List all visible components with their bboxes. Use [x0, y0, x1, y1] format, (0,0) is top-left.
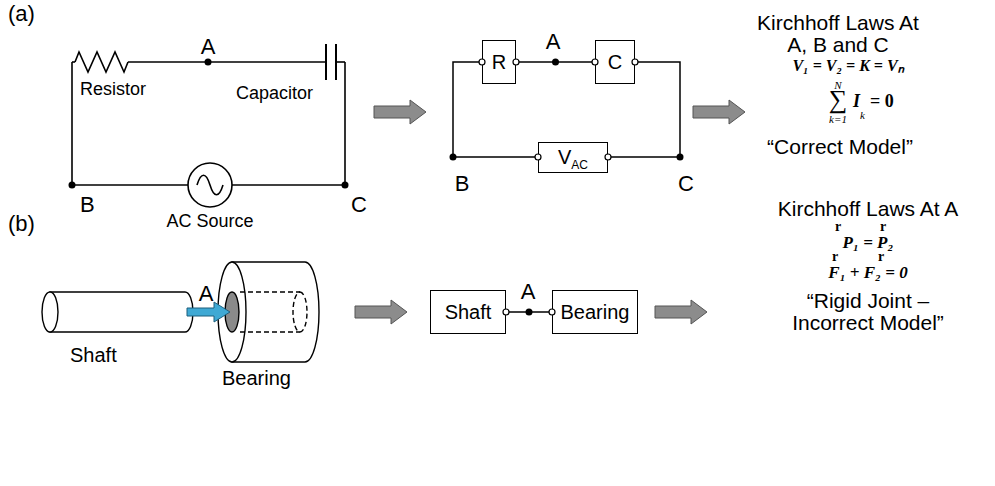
- wire: [128, 61, 326, 63]
- model-verdict: “Correct Model”: [767, 136, 913, 158]
- junction-dot: [552, 59, 559, 66]
- equation: k=1: [829, 114, 847, 126]
- vector-mark: r: [878, 250, 884, 265]
- wire: [71, 62, 73, 185]
- block-subscript: AC: [571, 158, 588, 172]
- panel-label: (b): [8, 212, 35, 235]
- equation: k: [860, 110, 865, 122]
- block-name: Shaft: [445, 301, 492, 324]
- wire: [336, 61, 345, 63]
- wire: [72, 184, 188, 186]
- model-verdict: “Rigid Joint – Incorrect Model”: [773, 290, 963, 334]
- capacitor-symbol: [325, 44, 327, 80]
- flow-arrow: [655, 300, 707, 324]
- wire: [232, 184, 345, 186]
- point-label: B: [80, 193, 95, 216]
- junction-dot: [205, 59, 212, 66]
- source-block: VAC: [538, 142, 608, 173]
- component-label: AC Source: [166, 212, 253, 231]
- part-label: Bearing: [222, 368, 291, 389]
- capacitor-block: C: [595, 40, 635, 84]
- shaft-body: [50, 292, 193, 332]
- point-label: A: [199, 282, 214, 305]
- law-heading: Kirchhoff Laws At A, B and C: [752, 12, 924, 56]
- equation: F₁ + F₂ = 0: [828, 264, 907, 282]
- part-label: Shaft: [70, 345, 117, 366]
- junction-dot: [69, 182, 76, 189]
- connector-wire: [516, 61, 595, 63]
- point-label: B: [455, 172, 470, 195]
- bearing-drawing: [218, 262, 319, 362]
- flow-arrow: [374, 100, 426, 124]
- shaft-end: [42, 292, 58, 332]
- ac-source-symbol: [188, 163, 232, 207]
- shaft-drawing: [42, 292, 193, 332]
- equation: = 0: [870, 92, 894, 111]
- equation: I: [853, 92, 860, 111]
- component-label: Capacitor: [236, 84, 313, 103]
- point-label: C: [351, 193, 367, 216]
- junction-dots: [69, 59, 349, 189]
- panel-label: (a): [8, 2, 35, 25]
- law-heading: Kirchhoff Laws At A: [778, 198, 959, 220]
- resistor-block: R: [482, 40, 516, 84]
- block-name: Bearing: [561, 301, 630, 324]
- circuit: [72, 44, 345, 207]
- connector-wire: [506, 311, 552, 313]
- vector-mark: r: [880, 220, 886, 235]
- equation: ∑: [829, 86, 848, 113]
- vector-mark: r: [835, 220, 841, 235]
- point-label: A: [521, 280, 536, 303]
- block-name: C: [608, 51, 622, 74]
- wire: [344, 62, 346, 185]
- vector-mark: r: [832, 250, 838, 265]
- sine-symbol: [197, 175, 223, 195]
- junction-dot: [342, 182, 349, 189]
- equation: P₁ = P₂: [843, 234, 894, 252]
- block-name: V: [558, 146, 571, 169]
- component-label: Resistor: [80, 80, 146, 99]
- junction-dot: [526, 309, 533, 316]
- flow-arrow: [693, 100, 745, 124]
- shaft-block: Shaft: [430, 290, 506, 334]
- block-name: R: [492, 51, 506, 74]
- equation: V₁ = V₂ = K = Vₙ: [792, 58, 903, 75]
- hidden-bore: [240, 292, 307, 332]
- flow-arrow: [355, 300, 407, 324]
- point-label: A: [546, 30, 561, 53]
- point-label: C: [678, 172, 694, 195]
- junction-dot: [677, 154, 684, 161]
- resistor-symbol: [75, 52, 128, 72]
- bearing-block: Bearing: [552, 290, 638, 334]
- point-label: A: [201, 35, 216, 58]
- junction-dot: [450, 154, 457, 161]
